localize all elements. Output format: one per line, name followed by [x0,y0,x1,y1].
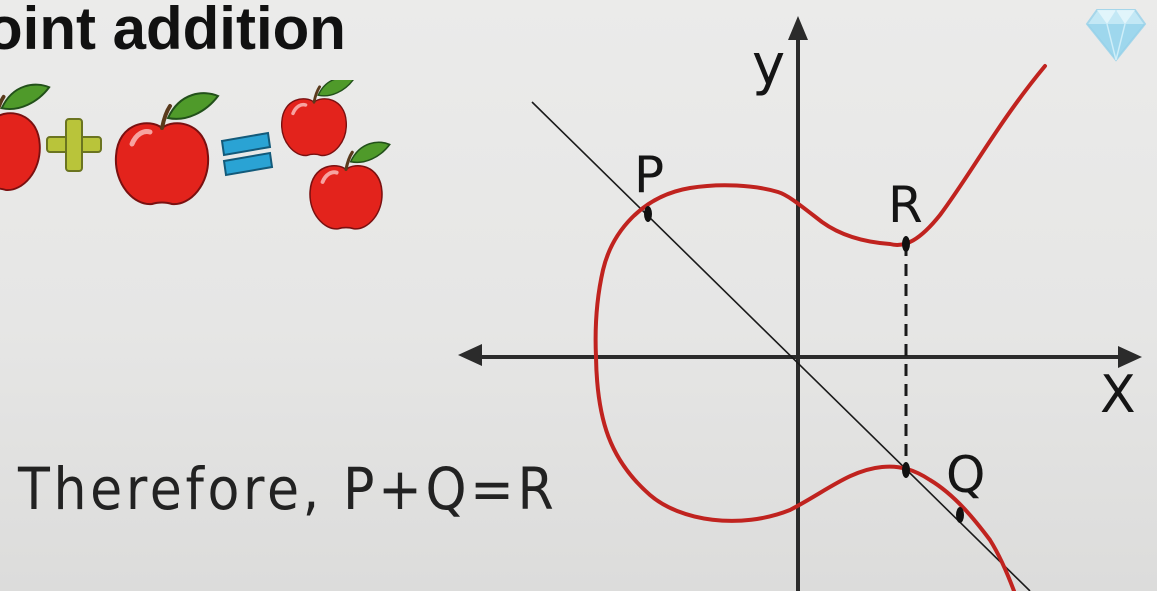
diamond-icon [1085,9,1147,62]
elliptic-curve [593,64,1047,591]
point-r-label: R [888,176,923,234]
x-axis-label: X [1100,365,1136,425]
plus-icon [46,118,102,172]
slide-title: oint addition [0,0,346,62]
conclusion-text: Therefore, P+Q=R [18,455,558,523]
x-axis-arrow-left [458,344,482,366]
secant-line [531,101,1031,591]
x-axis-arrow-right [1118,346,1142,368]
point-p-label: P [634,146,664,204]
y-axis-arrow [788,16,808,40]
point-r-marker [902,236,910,252]
y-axis-label: y [752,33,785,98]
equals-icon [220,131,274,177]
intersection-marker [902,462,910,478]
apple-equation [0,80,392,231]
point-p-marker [644,206,652,222]
point-q-marker [956,507,964,523]
point-q-label: Q [946,446,985,504]
